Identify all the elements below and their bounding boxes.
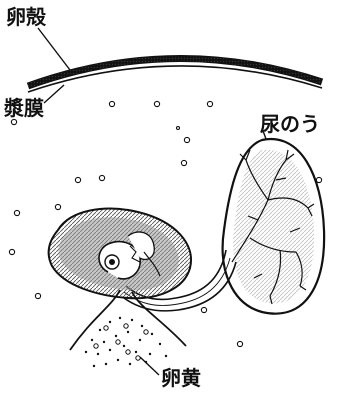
allantois-label: 尿のう — [260, 114, 320, 134]
embryo-amnion — [49, 209, 191, 299]
yolk-label: 卵黄 — [161, 368, 201, 388]
shell-membrane-label: 漿膜 — [4, 98, 44, 118]
allantois-sac — [223, 139, 324, 314]
yolk-particles — [85, 317, 167, 367]
yolk-leader-line — [140, 357, 159, 375]
eggshell-label: 卵殻 — [6, 7, 46, 27]
eggshell-band — [28, 58, 322, 92]
eggshell-leader-line — [38, 28, 70, 70]
membrane-leader-line — [44, 85, 64, 103]
